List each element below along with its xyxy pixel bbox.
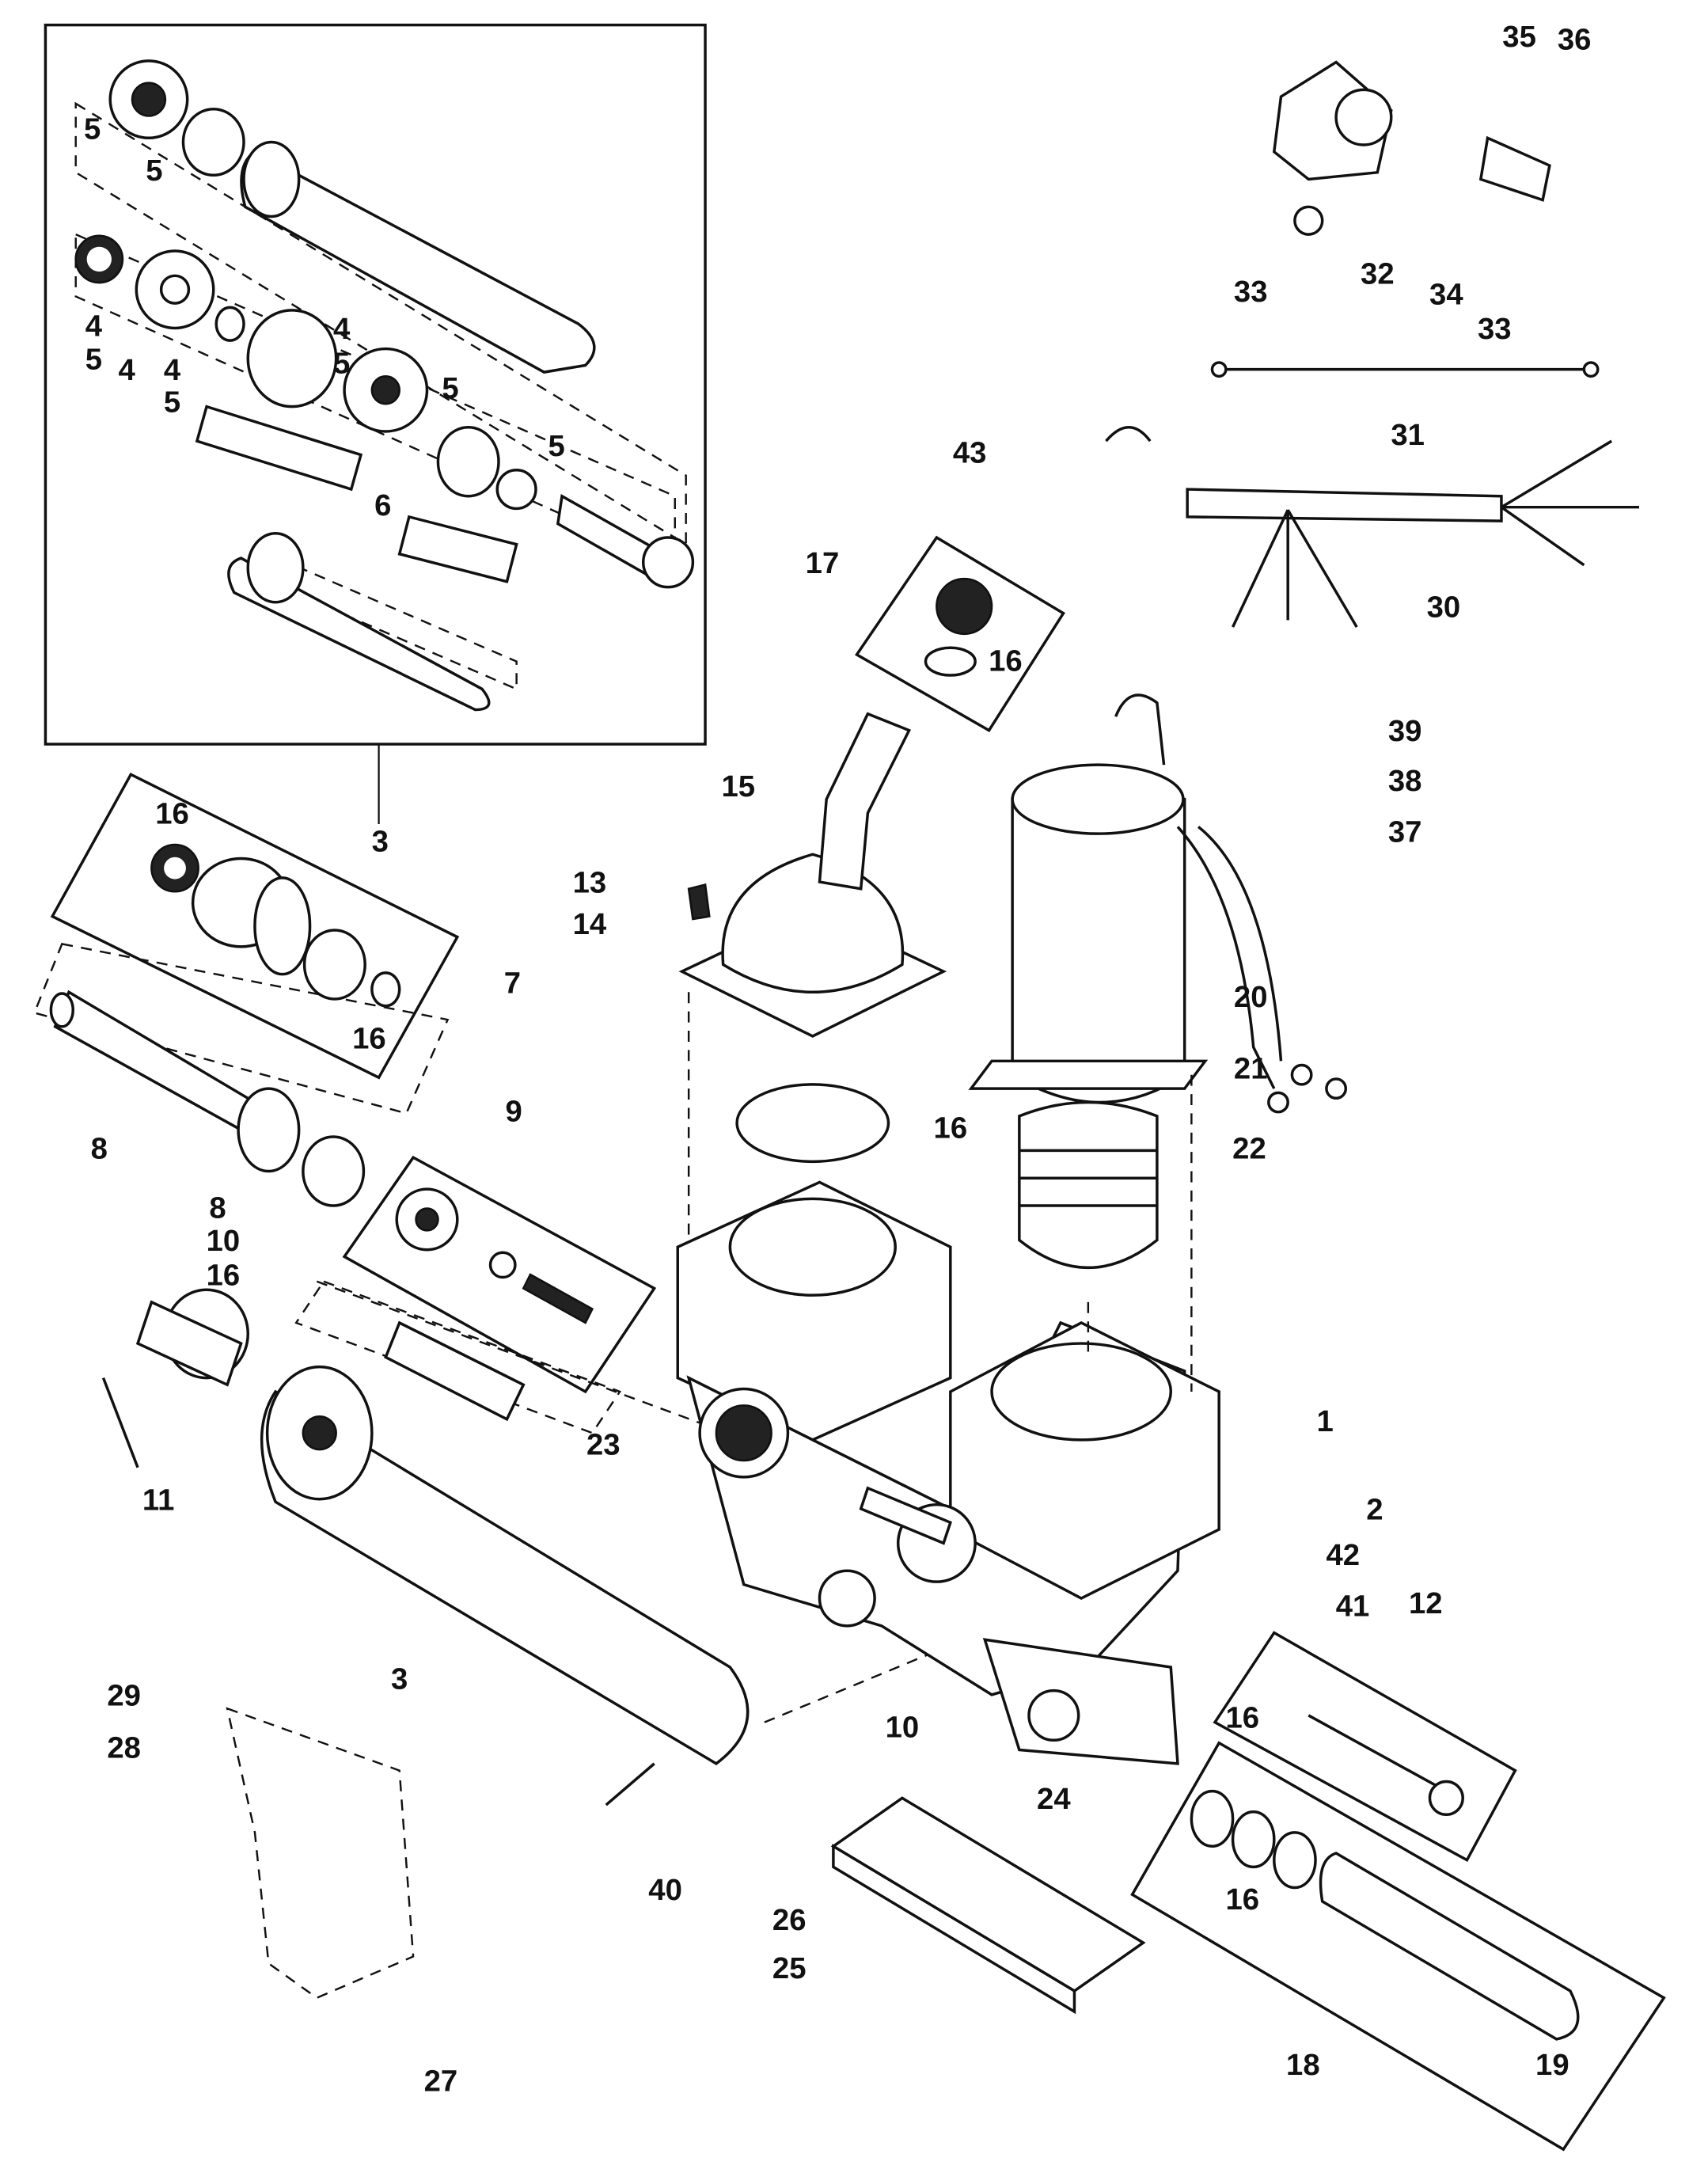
callout-35: 35: [1502, 20, 1536, 54]
callout-5: 5: [146, 154, 162, 188]
callout-2: 2: [1366, 1492, 1383, 1526]
callout-17: 17: [806, 546, 840, 580]
pump-housing-1: [676, 1180, 1220, 1765]
callout-38: 38: [1388, 764, 1422, 798]
callout-10: 10: [886, 1710, 920, 1744]
callout-4: 4: [333, 312, 351, 346]
cylinder-kit-box: [44, 23, 707, 824]
callout-9: 9: [505, 1095, 522, 1129]
callout-34: 34: [1429, 278, 1463, 312]
callout-16: 16: [155, 797, 189, 831]
kit-7-box: [32, 773, 460, 1115]
callout-16: 16: [352, 1021, 386, 1055]
piston-rod-8: [49, 990, 366, 1207]
callout-10: 10: [207, 1224, 241, 1258]
callout-15: 15: [722, 769, 756, 803]
callout-5: 5: [333, 347, 350, 381]
callout-4: 4: [118, 353, 135, 387]
callout-21: 21: [1234, 1052, 1268, 1086]
callout-19: 19: [1535, 2048, 1569, 2082]
callout-5: 5: [548, 429, 564, 463]
callout-8: 8: [209, 1191, 226, 1225]
callout-3: 3: [372, 824, 389, 858]
callout-31: 31: [1391, 418, 1425, 452]
solenoid-32: [1105, 60, 1639, 628]
callout-3: 3: [391, 1662, 408, 1696]
callout-16: 16: [207, 1259, 241, 1293]
callout-33: 33: [1478, 312, 1512, 346]
callout-37: 37: [1388, 815, 1422, 849]
callout-14: 14: [573, 907, 607, 941]
callout-26: 26: [772, 1903, 807, 1937]
callout-16: 16: [1225, 1700, 1259, 1734]
callout-18: 18: [1286, 2048, 1320, 2082]
callout-4: 4: [85, 310, 103, 344]
callout-39: 39: [1388, 714, 1422, 748]
callout-30: 30: [1427, 591, 1461, 625]
callout-7: 7: [504, 967, 521, 1001]
callout-4: 4: [164, 353, 181, 387]
callout-36: 36: [1558, 23, 1592, 57]
kit-12-box: [1213, 1631, 1517, 1863]
callout-40: 40: [648, 1873, 682, 1907]
callout-11: 11: [142, 1483, 174, 1517]
callout-27: 27: [424, 2065, 458, 2099]
callout-6: 6: [374, 488, 391, 522]
kit-18-box: [1130, 1741, 1666, 2152]
reservoir-15: [678, 712, 947, 1240]
callout-32: 32: [1361, 256, 1395, 291]
callout-5: 5: [442, 371, 458, 405]
callout-41: 41: [1336, 1589, 1370, 1623]
kit-9-box: [294, 1155, 657, 1434]
callout-12: 12: [1409, 1586, 1443, 1620]
callout-5: 5: [164, 385, 180, 419]
bracket-outline: [226, 1707, 415, 2000]
motor-22: [968, 693, 1348, 1392]
callout-16: 16: [989, 644, 1023, 678]
callout-20: 20: [1234, 980, 1268, 1014]
callout-5: 5: [84, 112, 101, 146]
callout-43: 43: [953, 436, 987, 470]
callout-28: 28: [107, 1731, 141, 1765]
callout-22: 22: [1232, 1132, 1266, 1166]
callout-16: 16: [934, 1111, 968, 1145]
trim-cylinder-3: [101, 1280, 965, 1806]
callout-24: 24: [1037, 1782, 1071, 1816]
callout-23: 23: [586, 1428, 621, 1462]
callout-13: 13: [573, 866, 607, 900]
callout-5: 5: [85, 342, 102, 376]
callout-25: 25: [772, 1951, 807, 1985]
callout-33: 33: [1234, 275, 1268, 309]
bar-24: [830, 1796, 1146, 2015]
callout-16: 16: [1225, 1882, 1259, 1917]
callout-42: 42: [1327, 1538, 1361, 1572]
callout-8: 8: [91, 1132, 108, 1166]
callout-29: 29: [107, 1678, 141, 1712]
kit-17-box: [854, 535, 1065, 732]
callout-1: 1: [1317, 1404, 1334, 1438]
